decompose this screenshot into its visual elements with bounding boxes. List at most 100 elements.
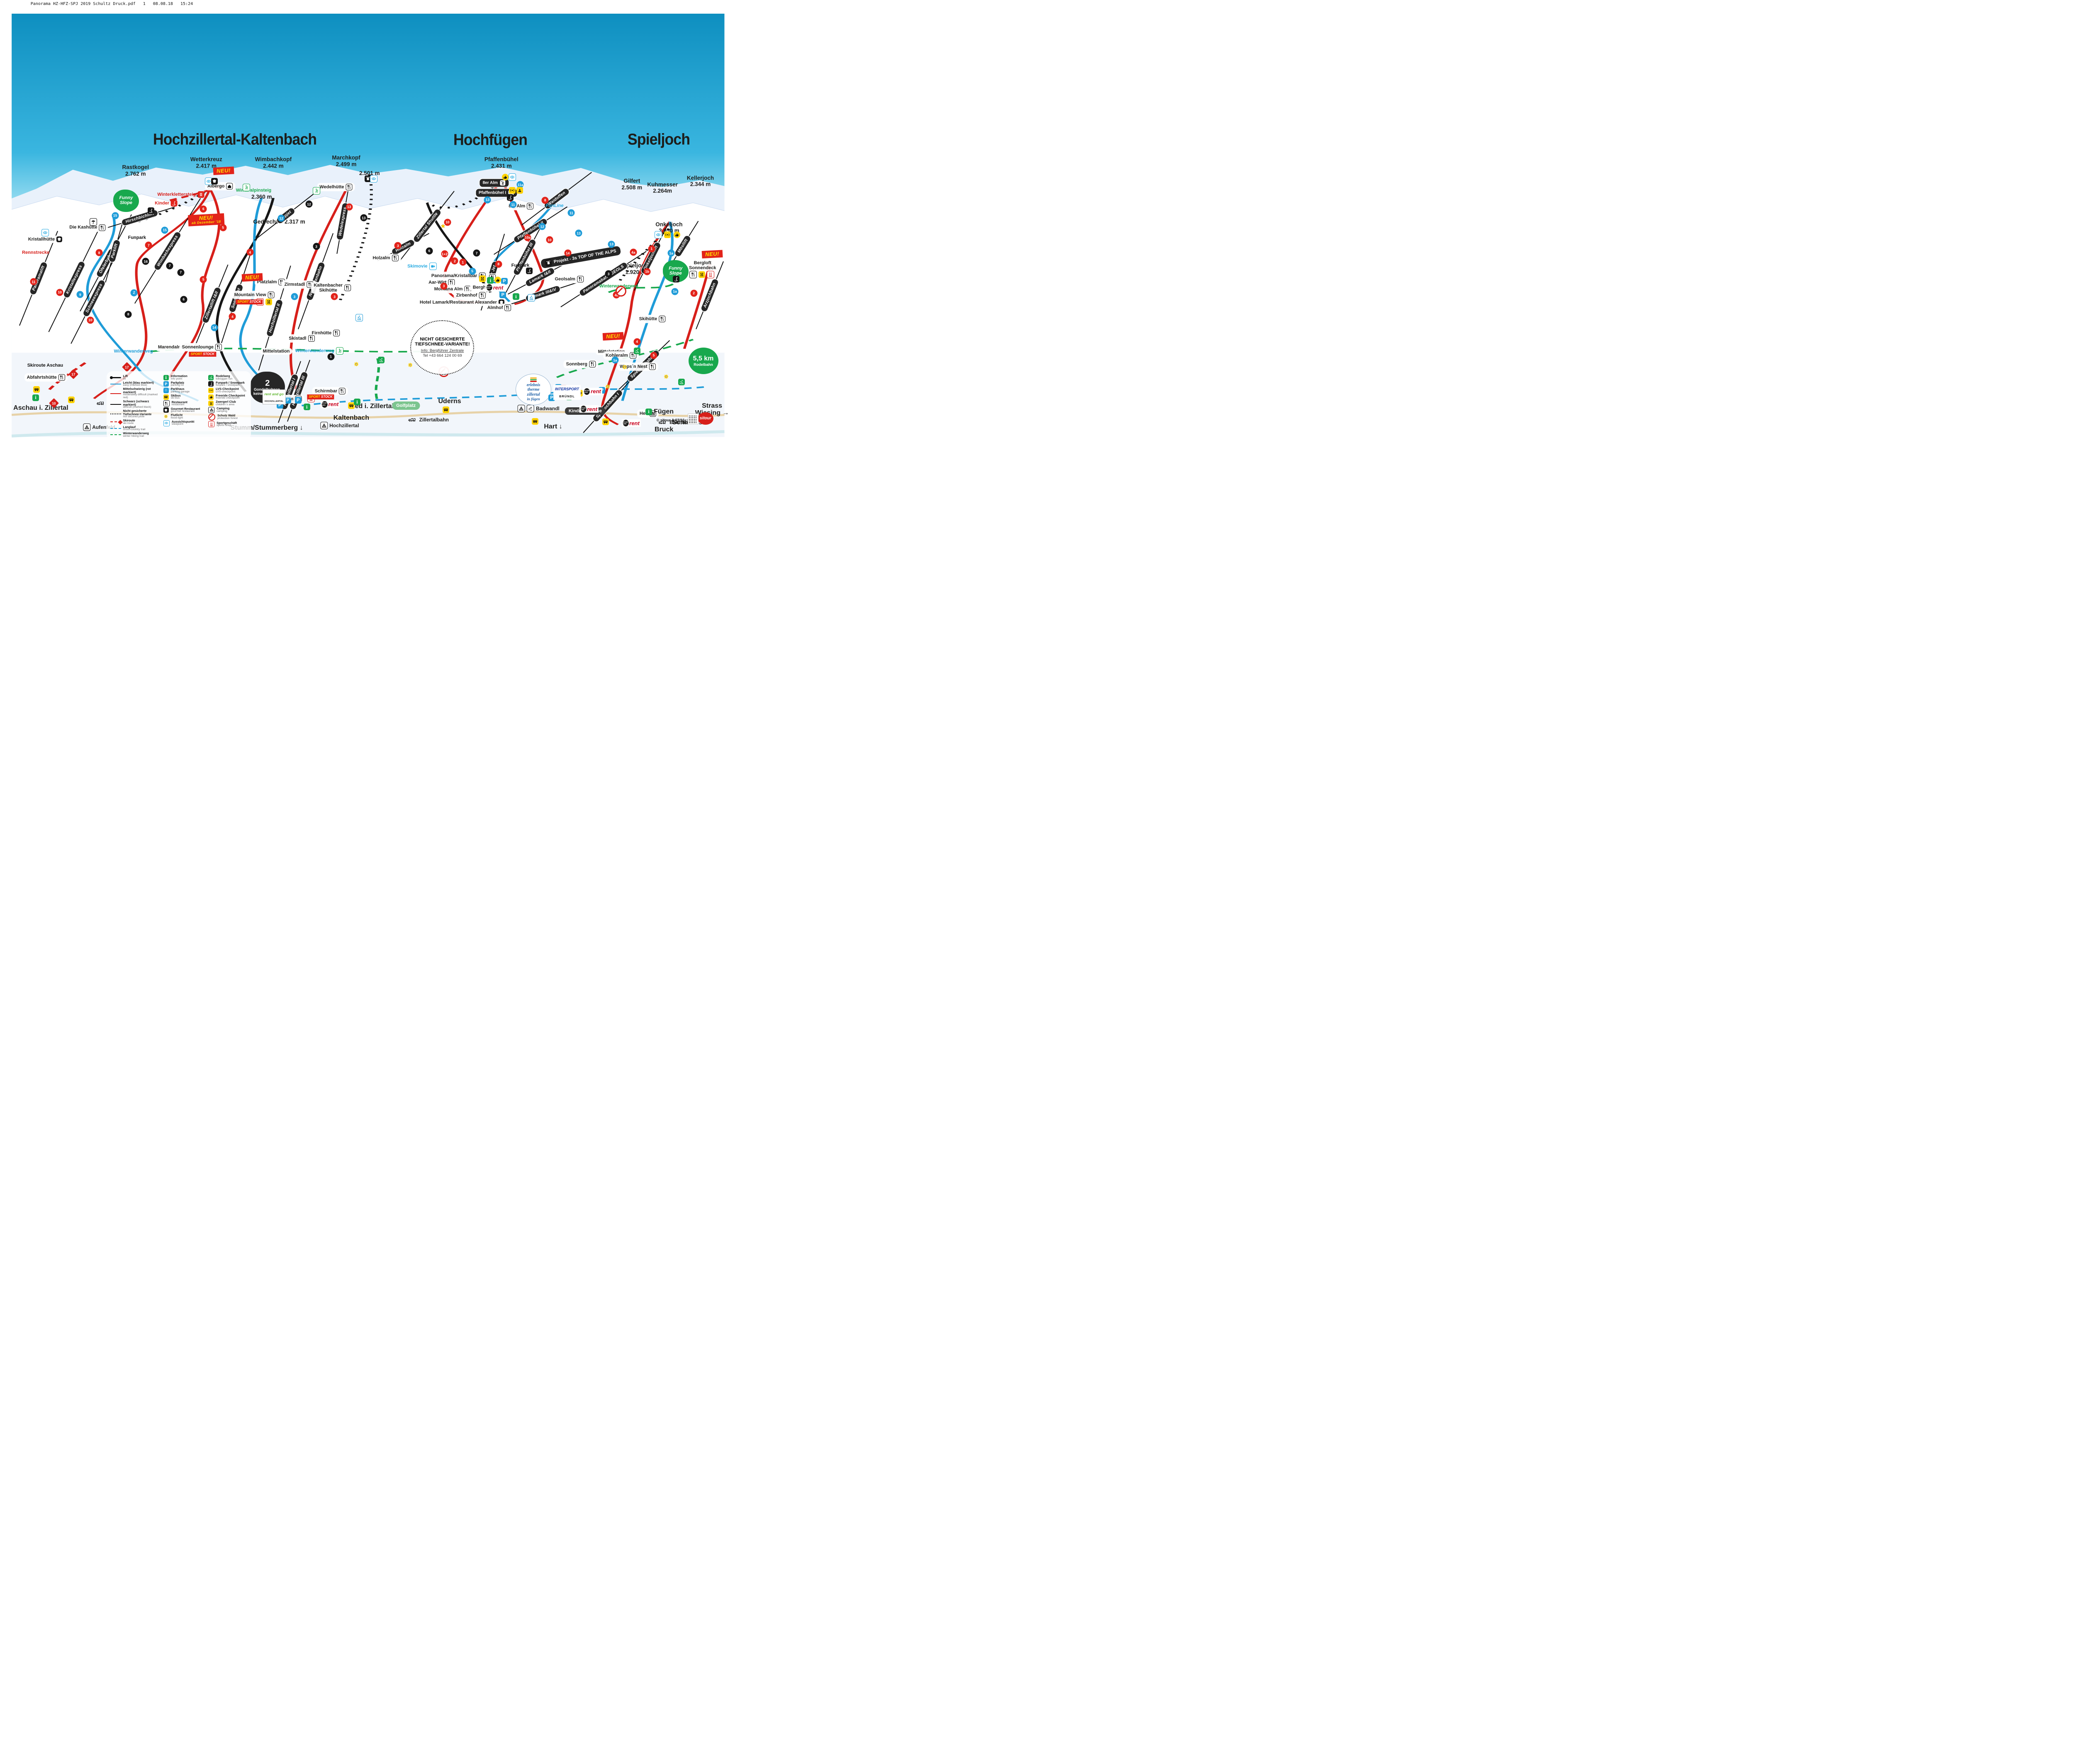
bus-icon [68,397,75,404]
village-label: Badwandl [518,405,560,413]
piste-marker: 6 [426,247,433,255]
umbrella-icon [89,218,97,226]
bus-icon [531,418,538,425]
trail-text: Winterwanderweg [114,349,153,354]
golf-course-label: Golfplatz [392,401,420,410]
trail-text: Funpark [511,263,530,268]
piste-marker: 15 [161,226,168,234]
piste-marker: 3 [394,242,402,249]
piste-marker: 7 [177,269,185,276]
hut-label: Wedelhütte [317,182,355,191]
piste-marker: 13 [360,214,368,221]
piste-marker: 6 [180,296,187,303]
fork-icon [689,271,697,279]
park-icon: P [499,292,506,299]
funpark-icon [526,267,533,274]
piste-marker: 11a [516,181,524,188]
village-label: Aschau i. Zillertal [13,404,68,412]
hut-label: Sonnenlounge [179,343,224,351]
eye-icon [204,177,212,185]
info-icon: i [487,277,494,284]
legend-item: Mittelschwierig (rot markiert)moderately… [110,387,161,399]
piste-marker: 1 [648,245,655,253]
hut-label: Hotel Lamark/Restaurant Alexander [417,299,507,307]
trail-text: Skiroute Aschau [27,363,63,368]
trail-text: Rennstrecke [22,250,50,255]
kids-icon [265,299,273,306]
piste-marker: 1a [611,356,619,364]
piste-marker: 10 [444,219,451,226]
hut-label: Skihütte [636,314,668,323]
legend-item: Schwarz (schwarz markiert)difficult (mar… [110,400,161,409]
bulb-icon [407,362,414,368]
hut-label: Zirbenhof [453,291,488,300]
train-icon [95,400,106,406]
piste-marker: 3 [440,282,448,290]
piste-marker: 10 [87,316,94,324]
hut-label: Schirmbar [312,387,348,395]
piste-marker: 6 [200,205,207,213]
piste-marker: 10a [524,234,531,241]
piste-marker: 4 [229,313,236,320]
bulb-icon [663,373,669,380]
piste-marker: 1a [667,249,675,257]
piste-marker: 12 [305,200,313,208]
piste-marker: 1a [671,288,679,295]
hut-label: Kristallhütte [25,236,65,243]
region-title: Hochfügen [453,131,528,149]
village-label: Bruck [654,426,674,433]
piste-marker: 14 [211,324,218,331]
project-3s-label: Projekt - 3s TOP OF THE ALPS [540,246,621,269]
piste-marker: 5 [650,352,657,359]
piste-marker: 5 [469,268,476,275]
new-badge: NEU! [213,166,234,175]
piste-marker: 1b [643,268,651,275]
trail-text: Winterwanderweg [295,347,343,355]
hut-label: Abfahrtshütte [24,373,68,382]
piste-marker: 2 [451,257,458,265]
hut-label: Die Kashütte [67,223,108,232]
region-title: Spieljoch [628,131,690,148]
sled-icon [377,357,385,364]
trail-text: Winterklettersteig [157,191,204,198]
noski-icon [615,285,626,297]
gondola-icon [365,175,372,182]
piste-marker: 10 [56,289,63,296]
piste-marker: 7 [166,262,173,270]
park-icon: P [295,397,302,404]
hut-label: Mountain View [231,291,277,299]
hut-label: Zirmstadl [282,280,316,289]
piste-marker: 12 [538,223,546,230]
lvs-icon [664,231,671,238]
piste-marker: Z [130,289,138,297]
star-icon [440,223,446,229]
lvs-icon [509,187,516,194]
sitour-logo: sitour [697,412,713,425]
hut-label: Almhof [484,303,514,312]
piste-marker: 15 [112,212,119,219]
sled-icon [633,348,640,355]
park-icon: P [501,278,508,285]
piste-marker: 4a [630,248,637,256]
hut-label: Sonnberg [563,360,598,369]
langlauf-icon [527,294,535,302]
